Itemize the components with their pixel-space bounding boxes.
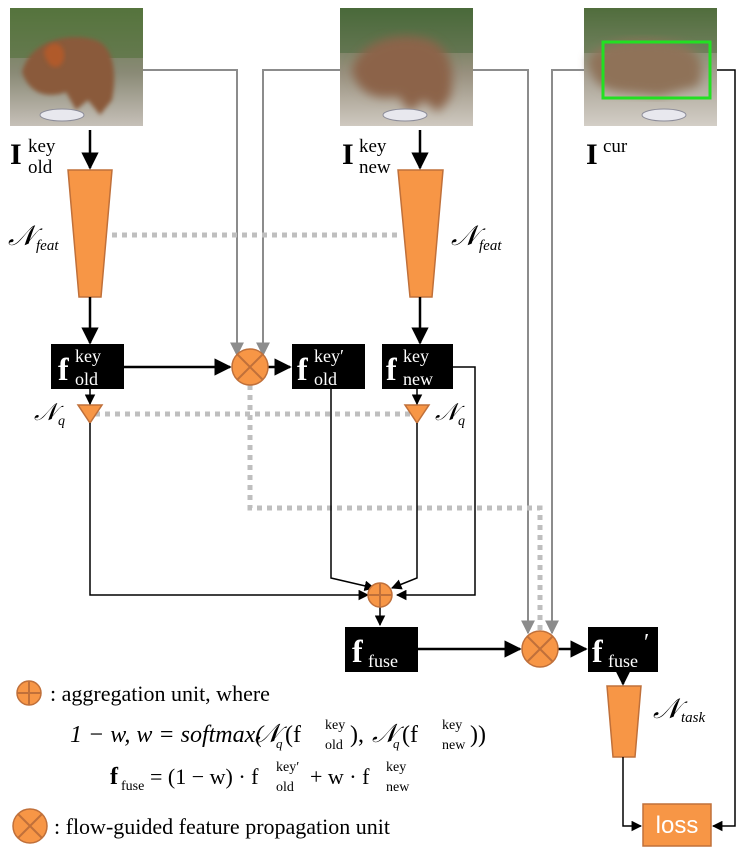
legend-propagation-icon — [12, 808, 48, 844]
svg-text:f: f — [58, 351, 69, 387]
aggregation-unit-icon — [367, 582, 393, 608]
flow-line-new-to-fuse-propagation — [473, 69, 535, 635]
svg-text:key′: key′ — [276, 760, 299, 775]
svg-text:fuse: fuse — [368, 651, 398, 671]
feat-network-new — [397, 169, 444, 298]
svg-text:old: old — [325, 738, 343, 753]
legend-aggregation-text: : aggregation unit, where — [50, 681, 270, 706]
frame-new-sub: new — [359, 157, 391, 178]
svg-text:+ w · f: + w · f — [310, 764, 370, 789]
frame-old-sub: old — [28, 157, 53, 178]
feat-network-new-label: 𝒩 feat — [451, 221, 502, 254]
task-network — [606, 685, 642, 758]
svg-text:new: new — [442, 738, 466, 753]
svg-text:′: ′ — [644, 630, 649, 656]
loss-box: loss — [642, 803, 712, 847]
line-qnew-to-aggregation — [391, 423, 418, 590]
svg-text:key: key — [75, 346, 101, 366]
svg-text:(f: (f — [402, 722, 418, 748]
dotted-link-propagation-to-fuse — [247, 385, 543, 634]
svg-text:f: f — [386, 351, 397, 387]
svg-text:q: q — [393, 736, 400, 751]
svg-text:f: f — [110, 764, 119, 790]
feature-box-f-old-prime: f key′ old — [292, 344, 365, 389]
flow-line-old-to-propagation — [143, 69, 244, 357]
q-network-new-label: 𝒩 q — [435, 400, 465, 429]
svg-text:(f: (f — [285, 722, 301, 748]
svg-text:feat: feat — [36, 238, 59, 254]
frame-new-sup: key — [359, 136, 387, 157]
svg-text:task: task — [681, 710, 706, 726]
svg-text:feat: feat — [479, 238, 502, 254]
feature-box-f-fuse: f fuse — [345, 627, 418, 672]
feat-network-old-label: 𝒩 feat — [8, 221, 59, 254]
line-qold-to-aggregation — [89, 423, 370, 601]
feature-box-f-new: f key new — [382, 344, 453, 389]
svg-text:fuse: fuse — [608, 651, 638, 671]
line-fnew-to-aggregation — [395, 366, 476, 601]
frame-old-photo — [10, 8, 143, 126]
svg-text:q: q — [458, 414, 465, 429]
detection-box — [601, 40, 712, 100]
svg-text:f: f — [297, 351, 308, 387]
frame-old-label: I — [10, 138, 22, 171]
legend-equation-2: f fuse = (1 − w) · f key′ old + w · f ke… — [110, 760, 410, 795]
frame-cur-label: I — [586, 138, 598, 171]
svg-text:fuse: fuse — [121, 779, 144, 794]
line-foldp-to-aggregation — [330, 389, 376, 591]
propagation-unit-1-icon — [231, 348, 269, 386]
q-network-old-label: 𝒩 q — [34, 400, 65, 429]
svg-text:q: q — [58, 414, 65, 429]
svg-text:key′: key′ — [314, 346, 344, 366]
feat-network-old — [67, 169, 113, 298]
svg-text:new: new — [403, 369, 433, 389]
svg-text:key: key — [403, 346, 429, 366]
frame-cur-photo — [584, 8, 717, 126]
legend-equation-1: 1 − w, w = softmax( 𝒩 q (f key old ), 𝒩 … — [70, 718, 486, 753]
legend-propagation-text: : flow-guided feature propagation unit — [54, 814, 390, 839]
svg-text:loss: loss — [656, 812, 699, 839]
svg-text:𝒩: 𝒩 — [372, 719, 405, 748]
svg-text:old: old — [75, 369, 98, 389]
propagation-unit-2-icon — [521, 630, 559, 668]
svg-text:key: key — [386, 760, 406, 775]
legend-aggregation-icon — [16, 680, 42, 706]
svg-text:= (1 − w) · f: = (1 − w) · f — [150, 764, 259, 789]
frame-new-photo — [340, 8, 473, 126]
svg-text:old: old — [314, 369, 337, 389]
svg-text:𝒩: 𝒩 — [255, 719, 288, 748]
feature-box-f-old: f key old — [51, 344, 124, 389]
line-cur-to-loss — [711, 69, 736, 832]
svg-text:key: key — [325, 718, 345, 733]
feature-box-f-fuse-prime: f fuse ′ — [588, 627, 658, 672]
line-task-to-loss — [622, 757, 643, 832]
svg-text:old: old — [276, 780, 294, 795]
svg-text:f: f — [352, 633, 363, 669]
flow-line-new-to-propagation — [256, 69, 340, 357]
task-network-label: 𝒩 task — [653, 694, 706, 726]
svg-text:f: f — [592, 633, 603, 669]
svg-text:1 − w, w = softmax(: 1 − w, w = softmax( — [70, 722, 265, 748]
svg-text:key: key — [442, 718, 462, 733]
frame-old-sup: key — [28, 136, 56, 157]
svg-text:new: new — [386, 780, 410, 795]
svg-text:q: q — [276, 736, 283, 751]
svg-text:),: ), — [350, 722, 364, 748]
frame-new-label: I — [342, 138, 354, 171]
svg-text:)): )) — [470, 722, 486, 748]
frame-cur-sup: cur — [603, 136, 628, 157]
flow-line-cur-to-fuse-propagation — [545, 69, 584, 635]
